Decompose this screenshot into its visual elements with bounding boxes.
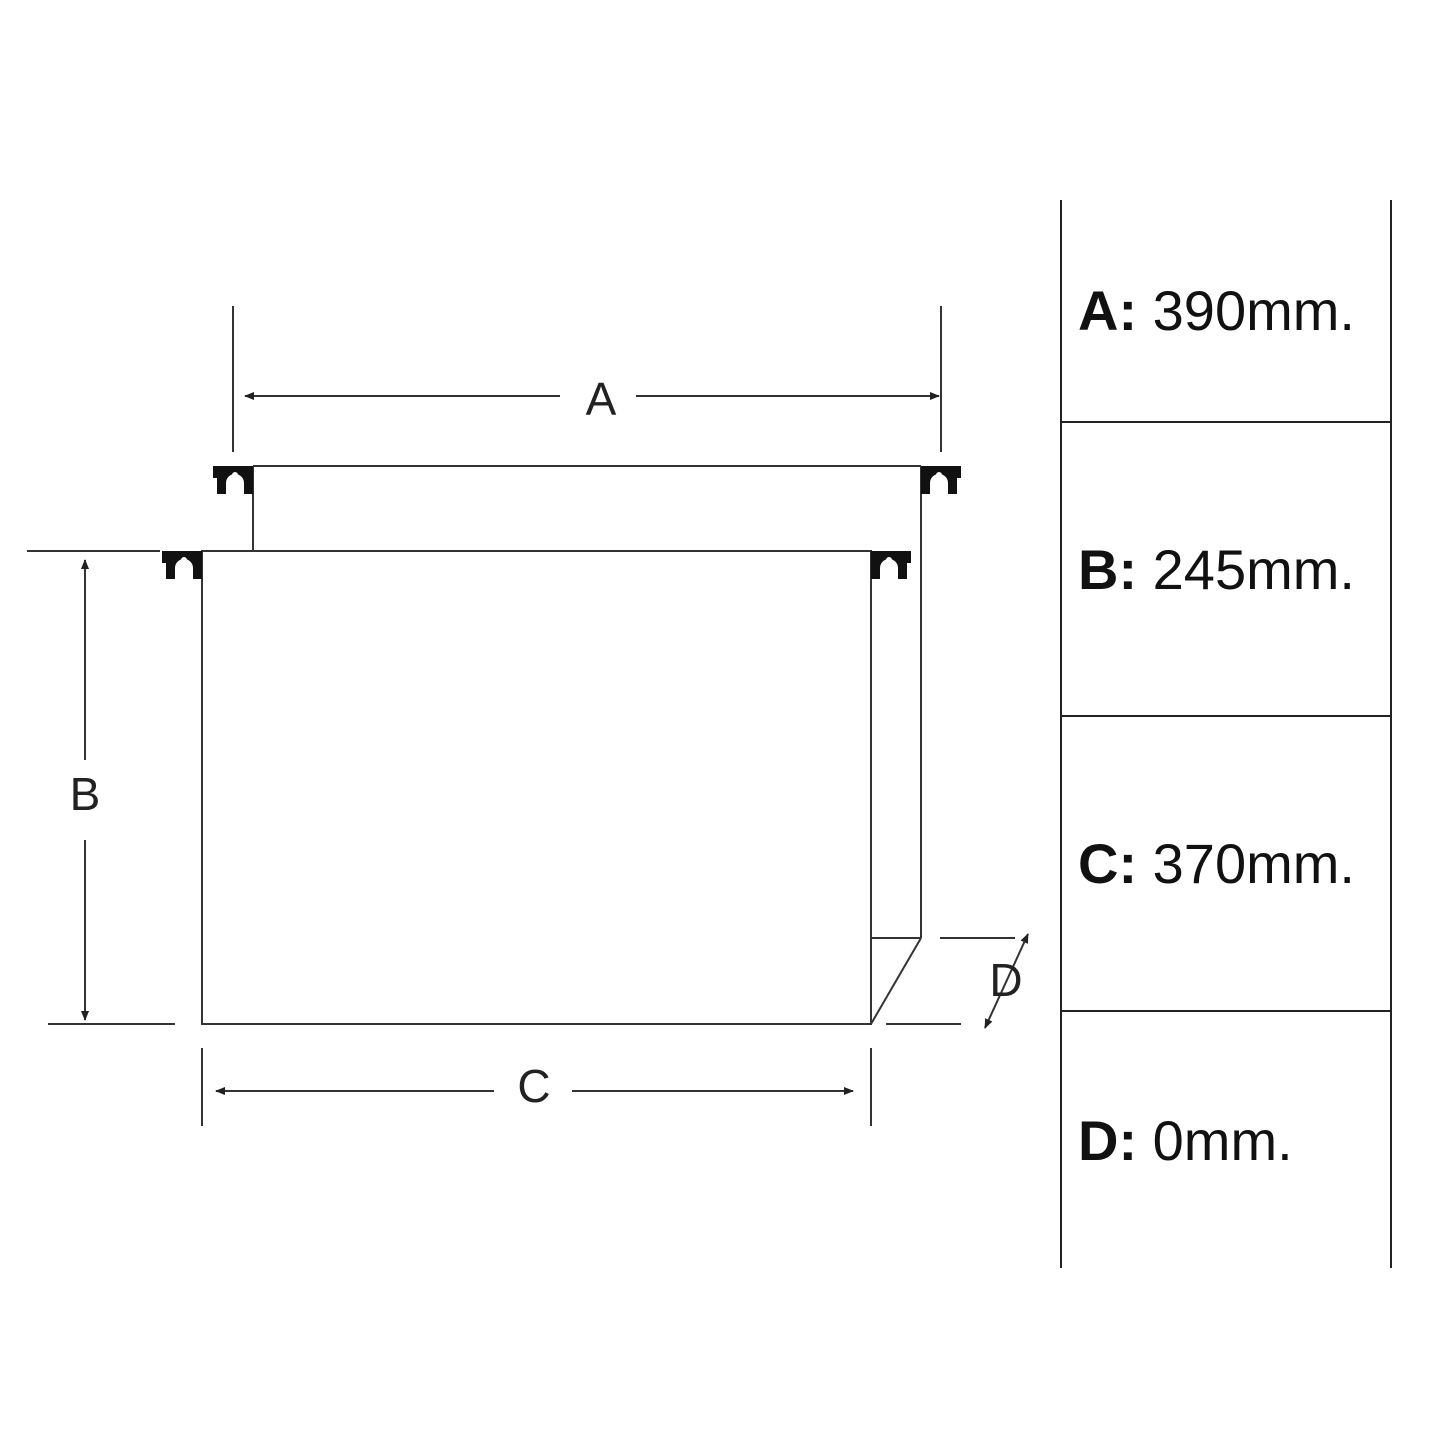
spec-key: D: [1078, 1108, 1138, 1172]
dimension-d [886, 933, 1029, 1029]
dimension-a [232, 306, 942, 452]
spec-row-a: A: 390mm. [1062, 200, 1390, 421]
spec-key: B: [1078, 537, 1138, 601]
hanger-hook-icon [921, 466, 961, 494]
spec-row-d: D: 0mm. [1062, 1010, 1390, 1268]
dimension-c [201, 1048, 872, 1126]
dimension-label-a: A [586, 373, 617, 425]
hanger-hook-icon [871, 551, 911, 579]
spec-key: C: [1078, 832, 1138, 895]
dimension-label-c: C [517, 1060, 550, 1112]
spec-row-c: C: 370mm. [1062, 715, 1390, 1010]
dimension-label-d: D [989, 954, 1022, 1006]
spec-row-b: B: 245mm. [1062, 421, 1390, 715]
front-folder-outline [201, 550, 872, 1025]
hanger-hook-icon [213, 466, 253, 494]
spec-value: 390mm. [1137, 279, 1355, 342]
hanger-hook-icon [162, 551, 202, 579]
spec-value: 370mm. [1137, 832, 1355, 895]
dimension-b [27, 550, 175, 1025]
spec-value: 0mm. [1137, 1108, 1293, 1172]
spec-value: 245mm. [1137, 537, 1355, 601]
spec-key: A: [1078, 279, 1138, 342]
dimension-label-b: B [70, 768, 101, 820]
dimension-spec-table: A: 390mm. B: 245mm. C: 370mm. D: 0mm. [1060, 200, 1392, 1268]
